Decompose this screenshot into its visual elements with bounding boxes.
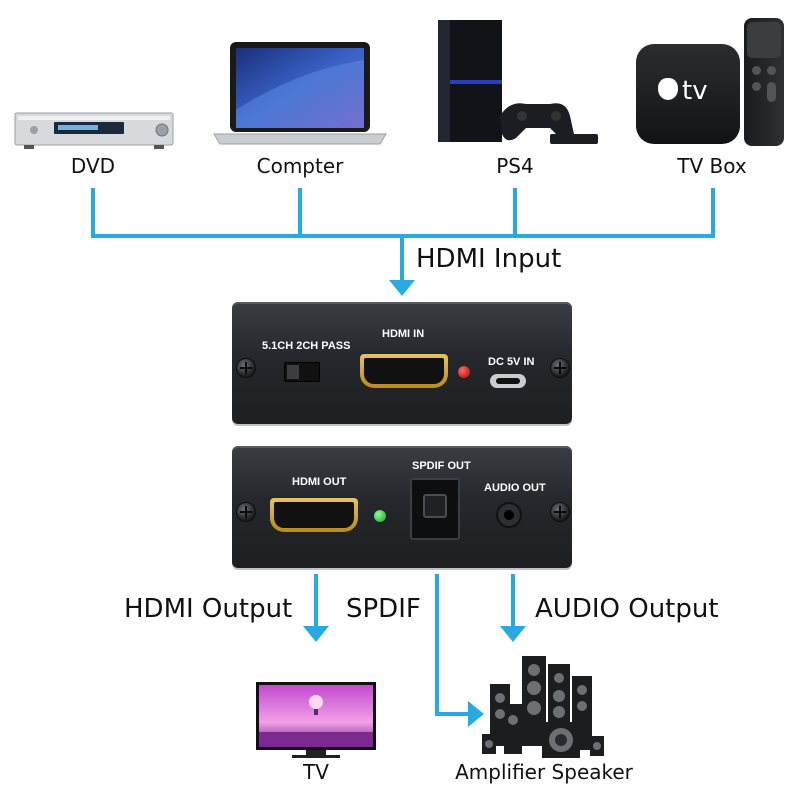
spdif-out-label: SPDIF OUT xyxy=(412,460,471,472)
remote-control-image xyxy=(744,18,784,146)
audio-out-label: AUDIO OUT xyxy=(484,482,546,494)
tv-label: TV xyxy=(303,760,329,784)
hdmi-out-port xyxy=(270,498,358,532)
screw-icon xyxy=(236,358,256,378)
ps4-image xyxy=(430,20,600,150)
extractor-output-panel: HDMI OUT SPDIF OUT AUDIO OUT xyxy=(232,446,572,568)
hdmi-out-label: HDMI OUT xyxy=(292,476,347,488)
apple-logo-icon xyxy=(658,78,678,100)
hdmi-in-label: HDMI IN xyxy=(382,328,425,340)
speaker-system-image xyxy=(482,654,606,760)
mode-switch-label: 5.1CH 2CH PASS xyxy=(262,340,351,352)
dvd-player-image xyxy=(14,110,174,150)
dc-in-label: DC 5V IN xyxy=(488,356,535,368)
tv-image xyxy=(256,682,376,760)
extractor-input-panel: 5.1CH 2CH PASS HDMI IN DC 5V IN xyxy=(232,302,572,424)
status-led-green xyxy=(374,510,386,522)
hdmi-in-port xyxy=(360,354,448,388)
tv-box-image: tv xyxy=(636,44,740,144)
tv-box-logo: tv xyxy=(682,76,708,106)
mode-switch xyxy=(284,362,320,382)
audio-output-label: AUDIO Output xyxy=(535,594,719,624)
tv-box-label: TV Box xyxy=(677,154,747,178)
laptop-image xyxy=(208,40,392,146)
speaker-label: Amplifier Speaker xyxy=(455,760,633,784)
power-led-red xyxy=(458,366,470,378)
audio-out-jack xyxy=(496,502,522,528)
spdif-label: SPDIF xyxy=(346,594,421,624)
hdmi-output-label: HDMI Output xyxy=(124,594,293,624)
ps4-label: PS4 xyxy=(496,154,534,178)
computer-label: Compter xyxy=(256,154,344,178)
dvd-label: DVD xyxy=(70,154,116,178)
screw-icon xyxy=(236,502,256,522)
dc-in-port xyxy=(490,374,526,388)
hdmi-input-label: HDMI Input xyxy=(416,244,562,274)
screw-icon xyxy=(550,358,570,378)
screw-icon xyxy=(550,502,570,522)
spdif-out-port xyxy=(410,478,460,540)
